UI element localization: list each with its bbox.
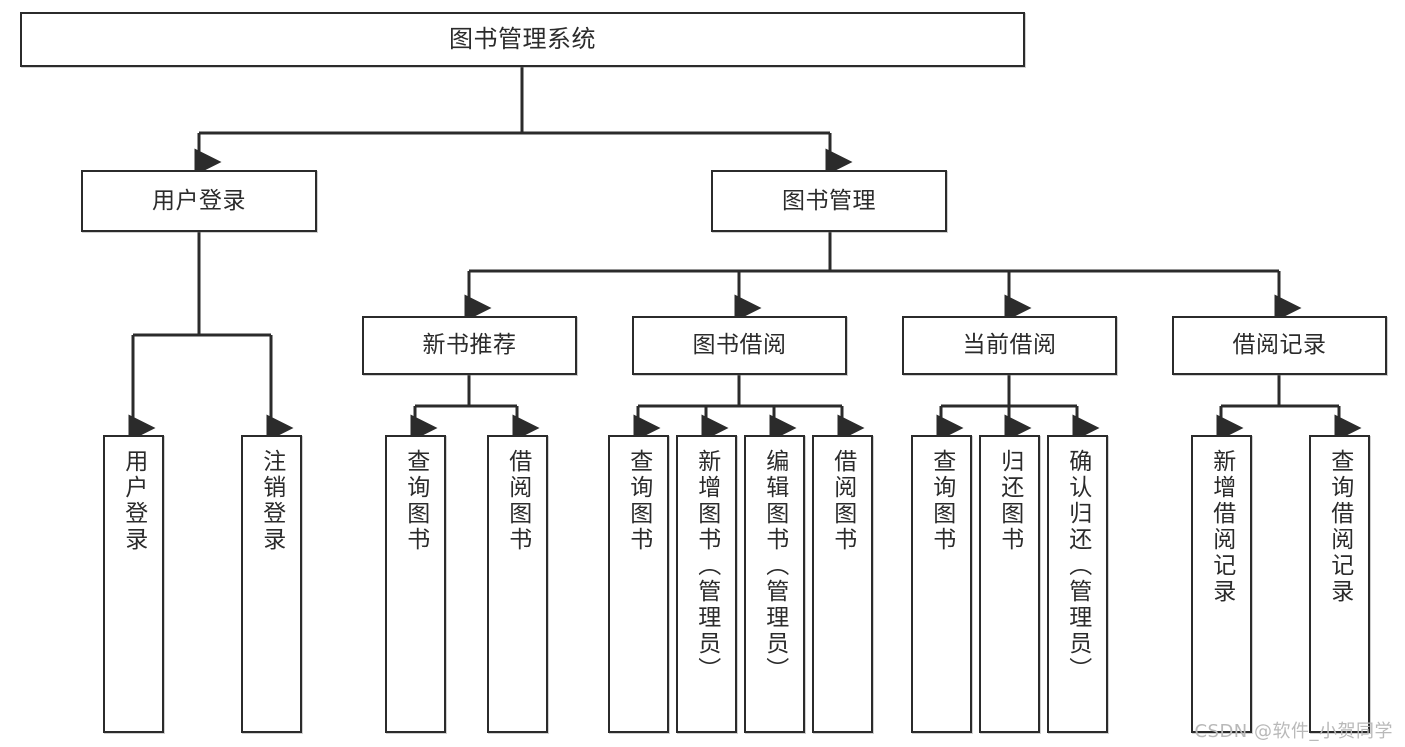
node-label: 借阅图书: [829, 449, 856, 553]
node-leaf-borrow-book-2[interactable]: 借阅图书: [812, 435, 873, 733]
node-current-borrow[interactable]: 当前借阅: [902, 316, 1117, 375]
node-label: 图书管理: [782, 187, 876, 214]
node-leaf-edit-book[interactable]: 编辑图书（管理员）: [744, 435, 805, 733]
node-book-borrow[interactable]: 图书借阅: [632, 316, 847, 375]
node-leaf-logout-login[interactable]: 注销登录: [241, 435, 302, 733]
node-label: 确认归还（管理员）: [1064, 449, 1091, 683]
node-label: 查询图书: [928, 449, 955, 553]
node-label: 查询图书: [625, 449, 652, 553]
node-label: 归还图书: [996, 449, 1023, 553]
node-leaf-confirm-return[interactable]: 确认归还（管理员）: [1047, 435, 1108, 733]
node-label: 新增图书（管理员）: [693, 449, 720, 683]
node-leaf-add-book[interactable]: 新增图书（管理员）: [676, 435, 737, 733]
node-leaf-query-book-1[interactable]: 查询图书: [385, 435, 446, 733]
node-label: 编辑图书（管理员）: [761, 449, 788, 683]
node-borrow-record[interactable]: 借阅记录: [1172, 316, 1387, 375]
node-user-login[interactable]: 用户登录: [81, 170, 317, 232]
node-label: 注销登录: [258, 449, 285, 553]
node-label: 图书管理系统: [449, 24, 596, 53]
node-label: 借阅图书: [504, 449, 531, 553]
csdn-watermark: CSDN @软件_小贺同学: [1194, 721, 1393, 742]
node-label: 图书借阅: [692, 332, 787, 359]
node-leaf-add-record[interactable]: 新增借阅记录: [1191, 435, 1252, 733]
node-label: 当前借阅: [962, 332, 1057, 359]
node-leaf-return-book[interactable]: 归还图书: [979, 435, 1040, 733]
node-leaf-query-book-2[interactable]: 查询图书: [608, 435, 669, 733]
node-label: 查询图书: [402, 449, 429, 553]
node-label: 用户登录: [152, 187, 246, 214]
node-leaf-query-record[interactable]: 查询借阅记录: [1309, 435, 1370, 733]
node-leaf-user-login[interactable]: 用户登录: [103, 435, 164, 733]
node-label: 借阅记录: [1232, 332, 1327, 359]
node-label: 查询借阅记录: [1326, 449, 1353, 605]
node-label: 新增借阅记录: [1208, 449, 1235, 605]
node-book-manage[interactable]: 图书管理: [711, 170, 947, 232]
node-label: 用户登录: [120, 449, 147, 553]
node-root-system[interactable]: 图书管理系统: [20, 12, 1025, 67]
node-label: 新书推荐: [422, 332, 517, 359]
node-new-book-recommend[interactable]: 新书推荐: [362, 316, 577, 375]
node-leaf-borrow-book-1[interactable]: 借阅图书: [487, 435, 548, 733]
node-leaf-query-book-3[interactable]: 查询图书: [911, 435, 972, 733]
